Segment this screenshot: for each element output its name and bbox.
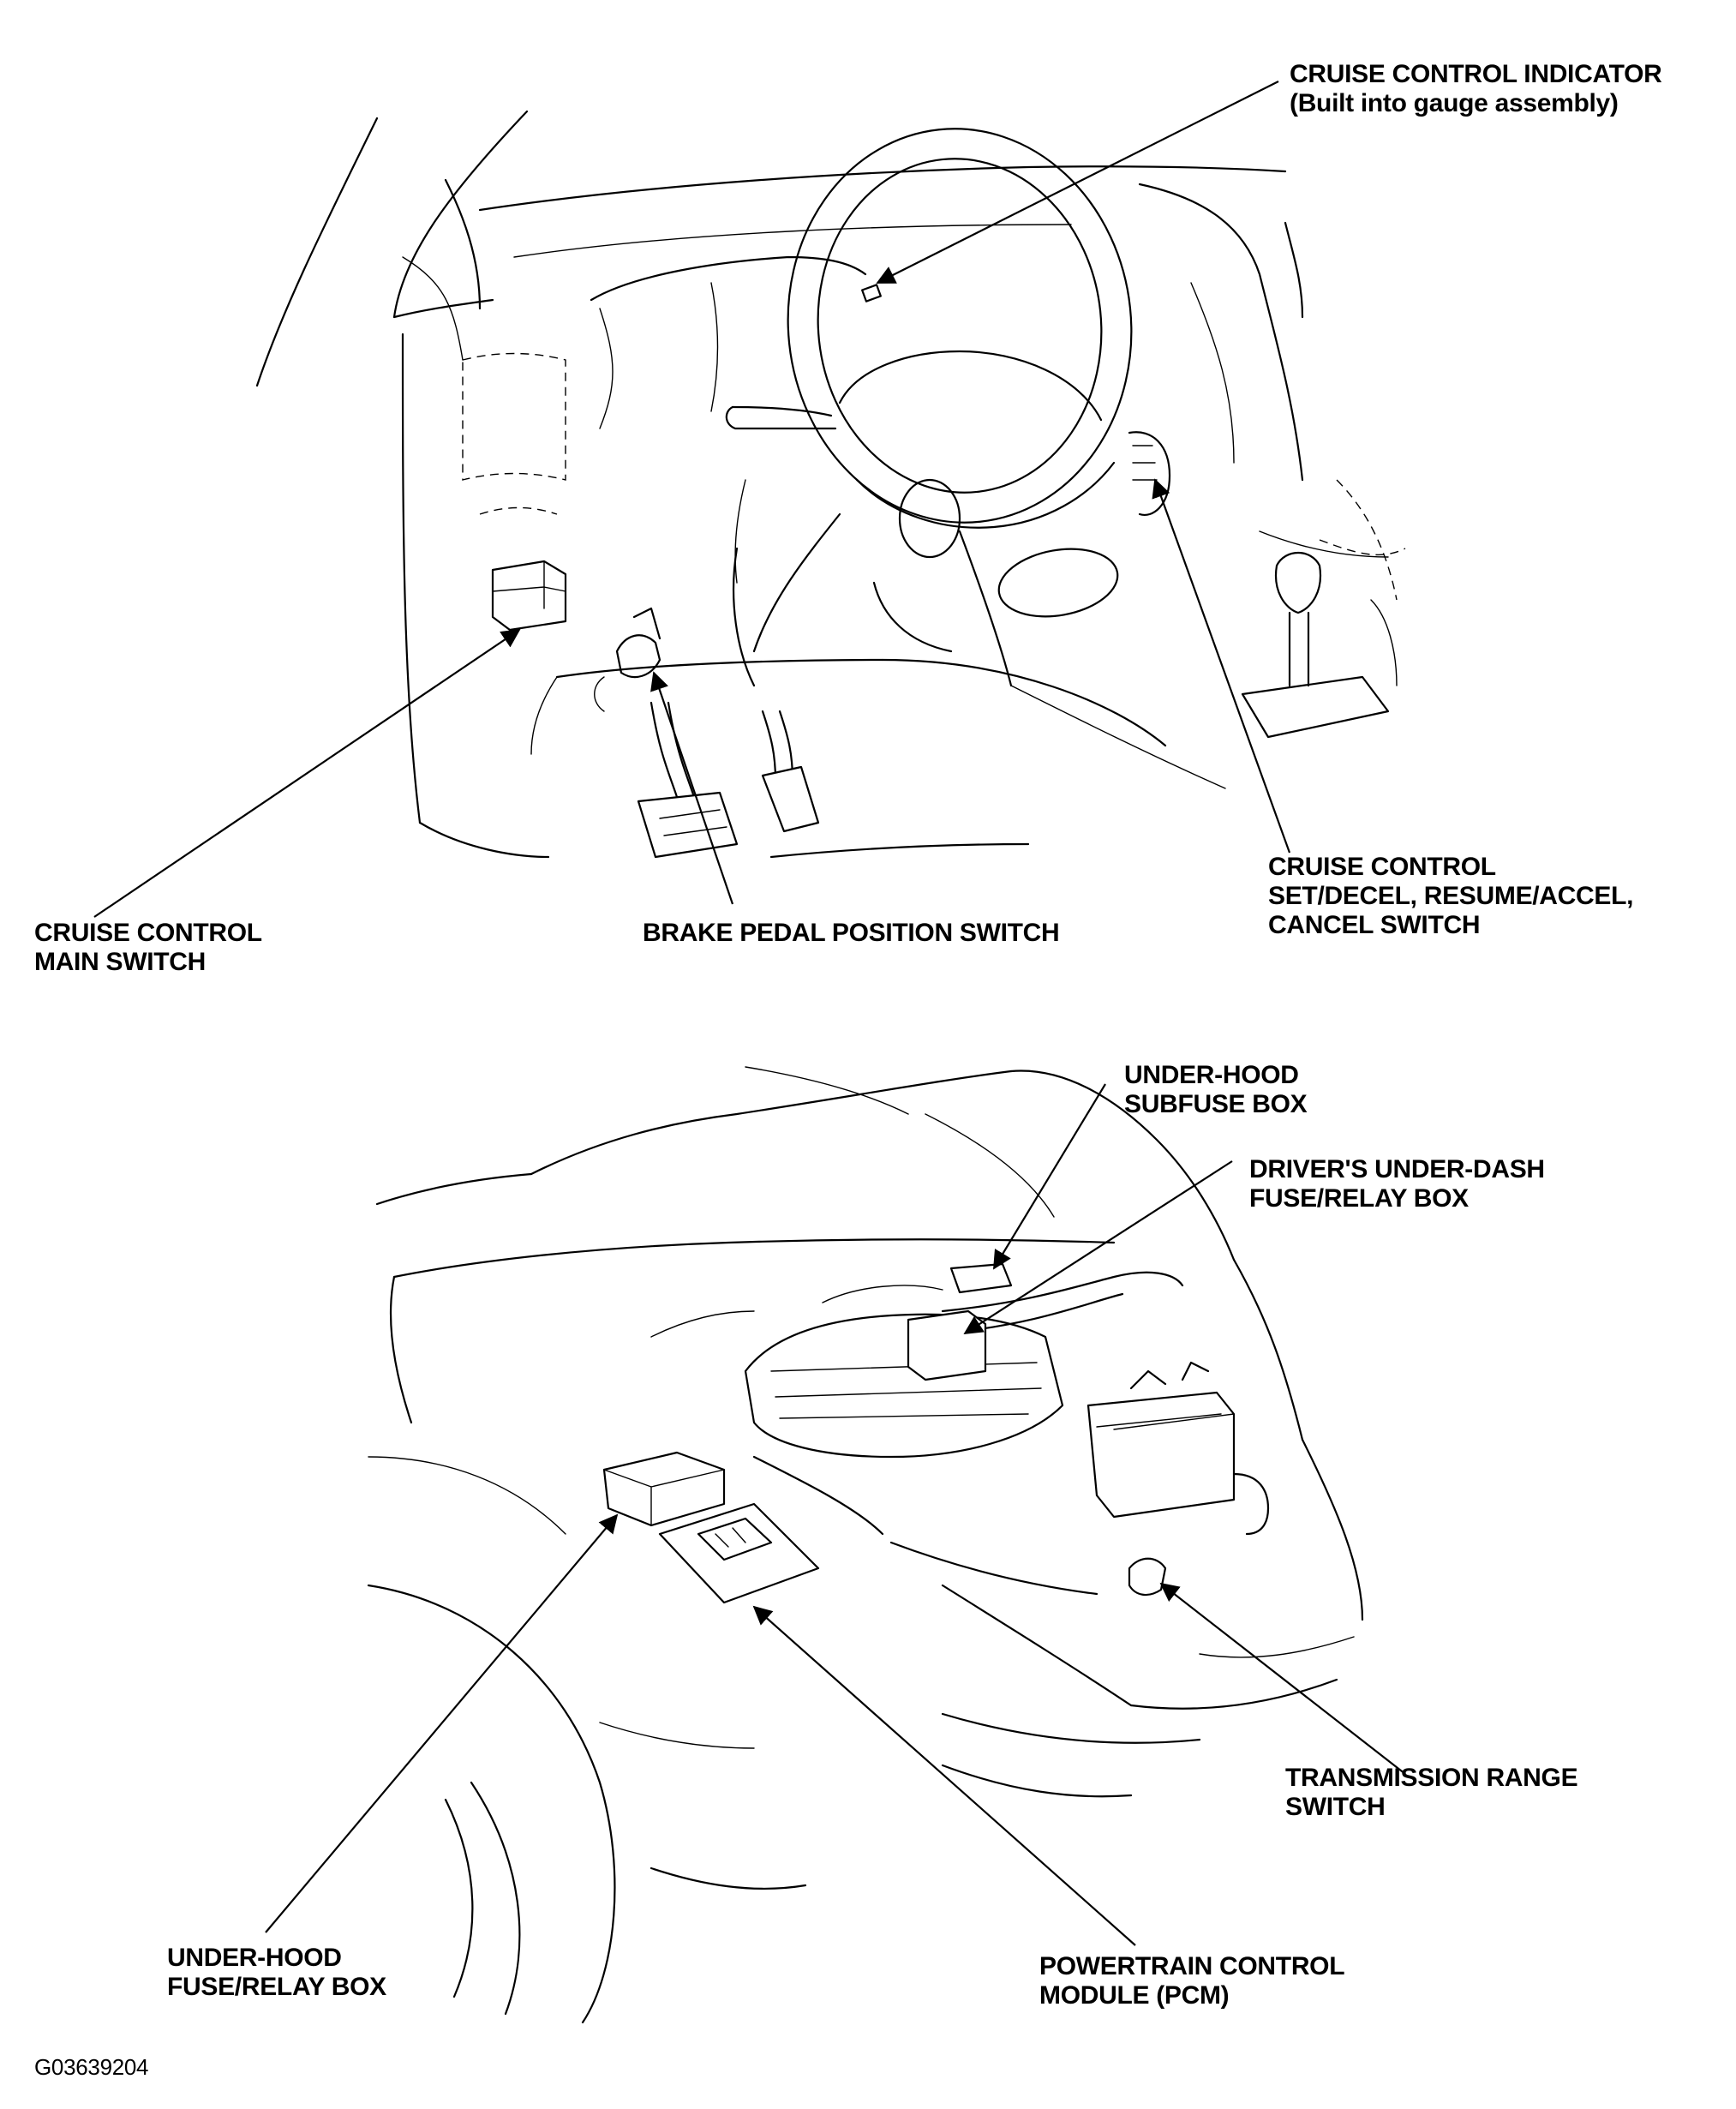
hood-fuse-box-label-line2: FUSE/RELAY BOX [167, 1973, 386, 2001]
trans-range-label-line1: TRANSMISSION RANGE [1285, 1764, 1578, 1792]
leader-brake-switch [650, 671, 734, 905]
trans-range-label-line2: SWITCH [1285, 1793, 1386, 1821]
leader-cruise-indicator [876, 81, 1279, 284]
set-switch-label-line2: SET/DECEL, RESUME/ACCEL, [1268, 882, 1634, 910]
trans-range-label: TRANSMISSION RANGE SWITCH [1285, 1764, 1578, 1822]
pcm-label-line2: MODULE (PCM) [1039, 1981, 1230, 2010]
subfuse-box-label-line1: UNDER-HOOD [1124, 1061, 1299, 1089]
leader-set-switch [1152, 478, 1291, 854]
cruise-indicator-label-line2: (Built into gauge assembly) [1290, 89, 1619, 117]
hood-fuse-box-label-line1: UNDER-HOOD [167, 1944, 342, 1972]
brake-switch-label-line1: BRAKE PEDAL POSITION SWITCH [643, 919, 1060, 947]
leader-lines [93, 81, 1406, 1946]
engine-bay-illustration [367, 1066, 1364, 2024]
hood-fuse-box-label: UNDER-HOOD FUSE/RELAY BOX [167, 1944, 386, 2002]
interior-illustration [255, 110, 1406, 859]
subfuse-box-label-line2: SUBFUSE BOX [1124, 1090, 1308, 1118]
leader-main-switch [93, 628, 521, 918]
underdash-box-label: DRIVER'S UNDER-DASH FUSE/RELAY BOX [1249, 1155, 1545, 1213]
leader-pcm [752, 1605, 1136, 1946]
main-switch-label-line1: CRUISE CONTROL [34, 919, 262, 947]
underdash-box-label-line1: DRIVER'S UNDER-DASH [1249, 1155, 1545, 1183]
leader-subfuse-box [993, 1083, 1106, 1270]
pcm-label-line1: POWERTRAIN CONTROL [1039, 1952, 1345, 1980]
leader-hood-fuse-box [265, 1513, 619, 1933]
cruise-indicator-label: CRUISE CONTROL INDICATOR (Built into gau… [1290, 60, 1662, 118]
pcm-label: POWERTRAIN CONTROL MODULE (PCM) [1039, 1952, 1345, 2010]
brake-switch-label: BRAKE PEDAL POSITION SWITCH [643, 919, 1060, 948]
set-switch-label-line3: CANCEL SWITCH [1268, 911, 1481, 939]
set-switch-label-line1: CRUISE CONTROL [1268, 853, 1496, 881]
leader-underdash-box [963, 1160, 1233, 1334]
main-switch-label: CRUISE CONTROL MAIN SWITCH [34, 919, 262, 977]
cruise-indicator-label-line1: CRUISE CONTROL INDICATOR [1290, 60, 1662, 88]
figure-code: G03639204 [34, 2054, 149, 2080]
leader-trans-range [1159, 1582, 1406, 1775]
underdash-box-label-line2: FUSE/RELAY BOX [1249, 1184, 1469, 1213]
set-switch-label: CRUISE CONTROL SET/DECEL, RESUME/ACCEL, … [1268, 853, 1633, 940]
subfuse-box-label: UNDER-HOOD SUBFUSE BOX [1124, 1061, 1308, 1119]
main-switch-label-line2: MAIN SWITCH [34, 948, 207, 976]
